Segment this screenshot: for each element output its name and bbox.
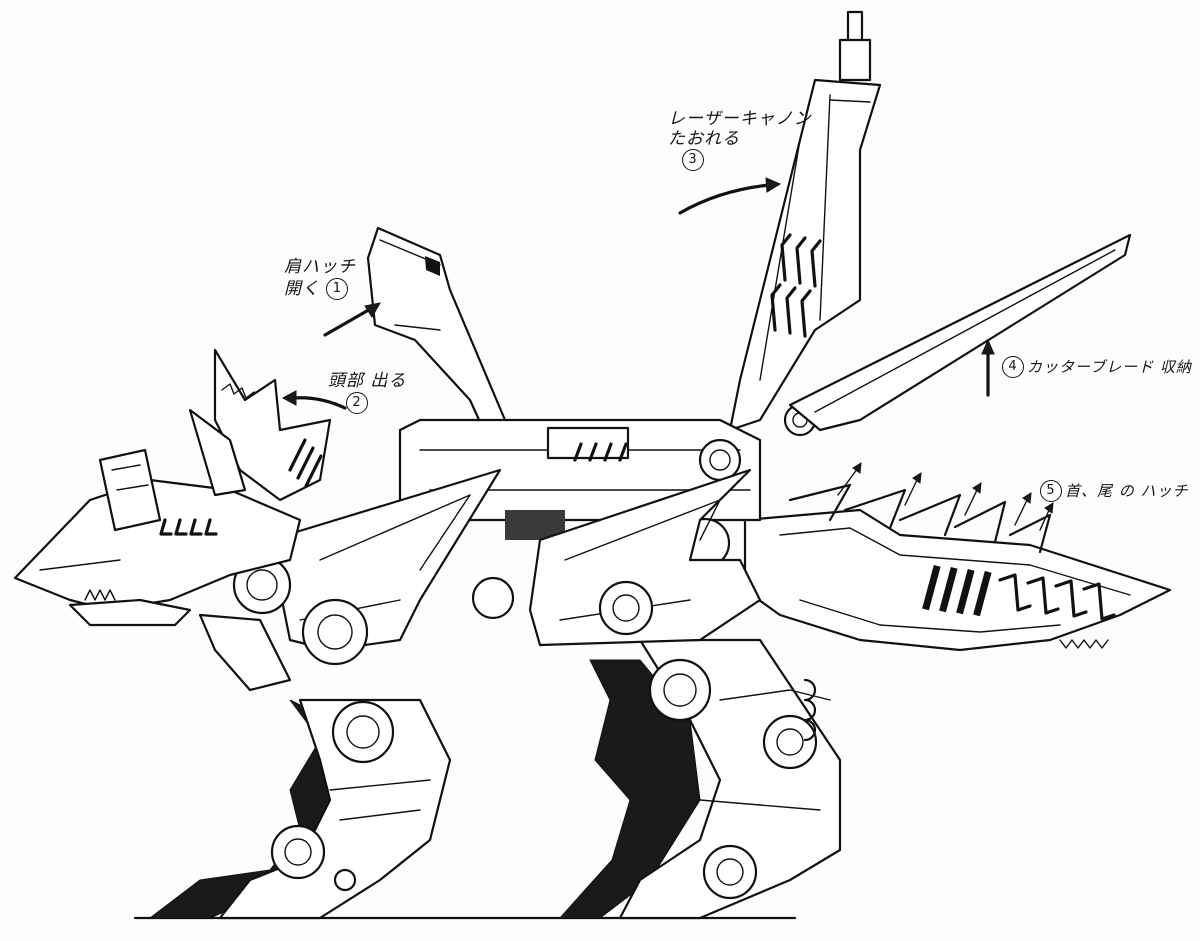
circled-number-icon: 5 bbox=[1040, 480, 1062, 502]
front-leg bbox=[148, 698, 452, 920]
annotation-3-row3: 3 bbox=[668, 149, 812, 172]
annotation-3: レーザーキャノン たおれる 3 bbox=[668, 109, 812, 172]
laser-cannon bbox=[728, 10, 882, 437]
circled-number-icon: 4 bbox=[1002, 356, 1024, 378]
annotation-2-line1: 頭部 出る bbox=[328, 371, 407, 391]
tail bbox=[743, 483, 1172, 652]
circled-number-icon: 3 bbox=[682, 149, 704, 172]
circled-number-icon: 2 bbox=[346, 391, 368, 414]
circled-number-icon: 1 bbox=[326, 277, 349, 300]
head bbox=[13, 348, 332, 627]
annotation-3-line1: レーザーキャノン bbox=[668, 109, 812, 129]
rear-armor bbox=[528, 468, 762, 647]
annotation-2-row2: 2 bbox=[328, 391, 406, 414]
annotation-1-row2: 開く 1 bbox=[284, 277, 356, 300]
annotation-5-line1: 首、尾 の ハッチ bbox=[1065, 482, 1189, 500]
annotation-4-line1: カッターブレード 収納 bbox=[1027, 358, 1192, 376]
annotation-1-line2: 開く bbox=[284, 278, 320, 299]
cutter-blade bbox=[788, 233, 1132, 432]
annotation-1-line1: 肩ハッチ bbox=[284, 257, 356, 277]
arrow-icon bbox=[281, 177, 1054, 531]
annotation-3-line2: たおれる bbox=[668, 128, 740, 149]
rear-leg bbox=[558, 638, 842, 920]
annotation-1: 肩ハッチ 開く 1 bbox=[284, 257, 356, 300]
tail-slots bbox=[922, 564, 992, 617]
annotation-2: 頭部 出る 2 bbox=[328, 371, 407, 414]
